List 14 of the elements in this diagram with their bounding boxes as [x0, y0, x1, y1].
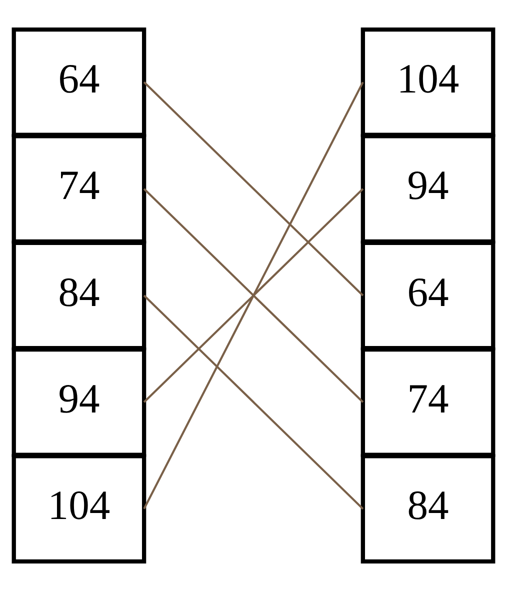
connector	[143, 294, 364, 510]
node-box: 64	[12, 27, 146, 137]
connector	[143, 188, 364, 403]
node-box: 64	[360, 240, 496, 350]
node-box: 94	[360, 134, 496, 244]
node-box: 94	[12, 347, 146, 457]
node-box: 74	[12, 134, 146, 244]
node-box: 84	[12, 240, 146, 350]
connector	[143, 81, 364, 296]
node-box: 84	[360, 454, 496, 564]
node-box: 74	[360, 347, 496, 457]
connector	[143, 82, 364, 510]
node-box: 104	[12, 454, 146, 564]
node-box: 104	[360, 27, 496, 137]
